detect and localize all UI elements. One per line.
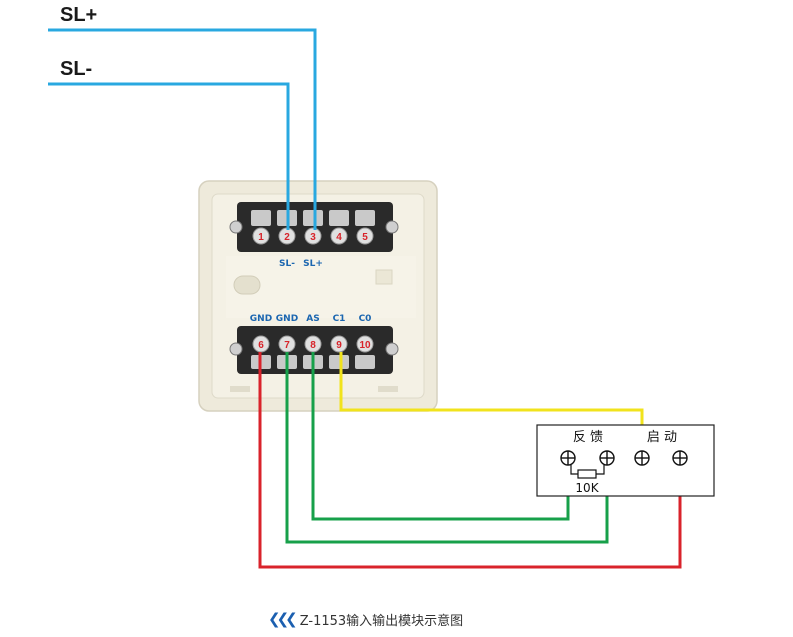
start-label: 启 动: [647, 430, 677, 445]
caption-text: Z-1153输入输出模块示意图: [299, 613, 464, 629]
sl-plus-label: SL+: [60, 4, 97, 26]
terminal-screw-icon: [634, 450, 650, 466]
top-terminal-screw: [355, 210, 375, 245]
resistor-icon: [570, 465, 605, 479]
feedback-label: 反 馈: [573, 430, 603, 445]
terminal-screw-icon: [560, 450, 576, 466]
terminal-number: 2: [284, 232, 290, 243]
top-terminal-screw: [303, 210, 323, 245]
triple-chevron-left-icon: ❮❮❮: [268, 610, 298, 628]
terminal-label-sl-minus: SL-: [279, 259, 295, 269]
sl-minus-label: SL-: [60, 58, 92, 80]
terminal-label-gnd: GND: [276, 314, 298, 324]
terminal-number: 5: [362, 232, 368, 243]
terminal-number: 3: [310, 232, 316, 243]
terminal-number: 9: [336, 340, 342, 351]
terminal-label-c1: C1: [333, 314, 346, 324]
terminal-number: 10: [359, 340, 371, 351]
bottom-terminal-screw: [329, 335, 349, 369]
bottom-terminal-screw: [355, 335, 375, 369]
terminal-number: 6: [258, 340, 264, 351]
terminal-screw-icon: [672, 450, 688, 466]
terminal-number: 1: [258, 232, 264, 243]
green-wire-feedback: [285, 352, 609, 544]
top-terminal-screw: [251, 210, 271, 245]
red-wire: [258, 352, 682, 569]
terminal-number: 4: [336, 232, 342, 243]
terminal-label-as: AS: [306, 314, 319, 324]
sl-minus-wire: [48, 82, 290, 230]
top-terminal-screw: [329, 210, 349, 245]
terminal-number: 8: [310, 340, 316, 351]
terminal-number: 7: [284, 340, 290, 351]
resistor-label: 10K: [575, 481, 599, 495]
terminal-label-gnd: GND: [250, 314, 272, 324]
top-terminal-screw: [277, 210, 297, 245]
sl-plus-wire: [48, 28, 317, 230]
terminal-screw-icon: [599, 450, 615, 466]
field-device-box: 反 馈 启 动 10K: [536, 424, 715, 497]
terminal-label-sl-plus: SL+: [303, 259, 323, 269]
diagram-caption: ❮❮❮ Z-1153输入输出模块示意图: [268, 610, 464, 629]
terminal-label-c0: C0: [359, 314, 372, 324]
